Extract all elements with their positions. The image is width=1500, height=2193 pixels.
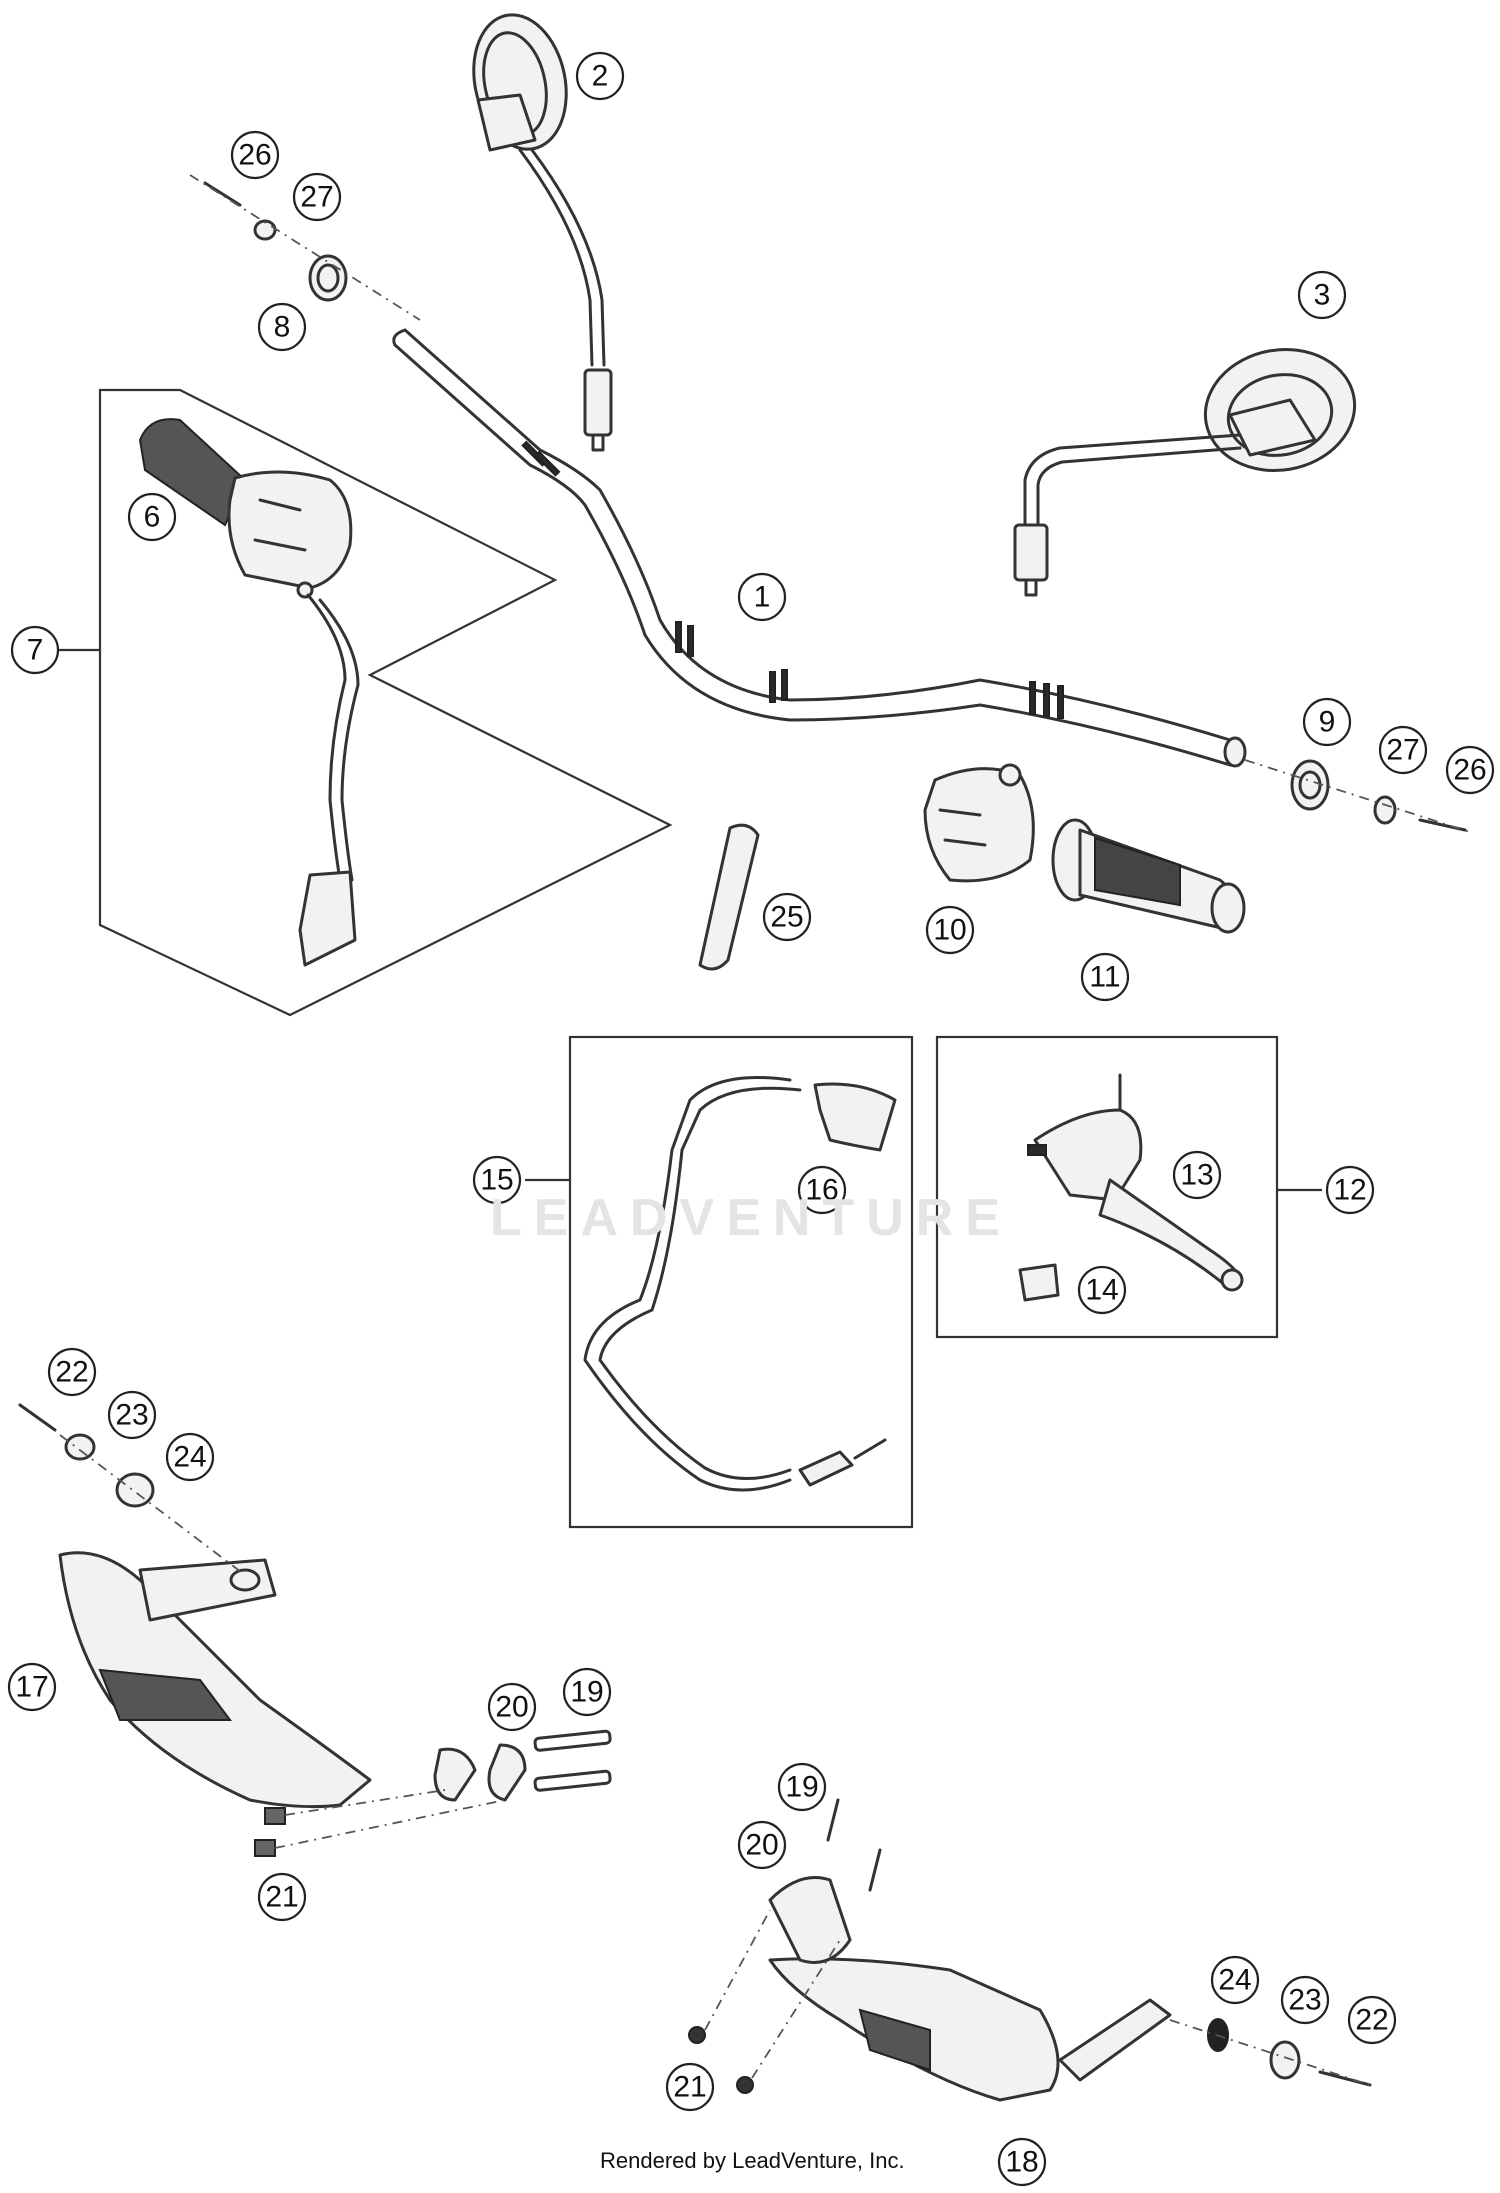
svg-text:24: 24 (173, 1441, 206, 1474)
callout-17: 17 (7, 1662, 57, 1712)
callout-16: 16 (797, 1165, 847, 1215)
callout-20-right: 20 (737, 1820, 787, 1870)
callout-21-left: 21 (257, 1872, 307, 1922)
svg-text:16: 16 (805, 1174, 838, 1207)
svg-text:15: 15 (480, 1164, 513, 1197)
svg-text:8: 8 (274, 311, 291, 344)
callout-20-left: 20 (487, 1682, 537, 1732)
assembly-15-frame (568, 1035, 914, 1529)
handguard-right-part (688, 1798, 1372, 2102)
svg-text:23: 23 (115, 1399, 148, 1432)
callout-9: 9 (1302, 697, 1352, 747)
svg-text:12: 12 (1333, 1174, 1366, 1207)
callout-26-right: 26 (1445, 745, 1495, 795)
callout-26-top: 26 (230, 130, 280, 180)
callout-2: 2 (575, 51, 625, 101)
svg-text:18: 18 (1005, 2146, 1038, 2179)
svg-text:13: 13 (1180, 1159, 1213, 1192)
svg-text:1: 1 (754, 581, 771, 614)
callout-27-right: 27 (1378, 725, 1428, 775)
svg-text:22: 22 (55, 1356, 88, 1389)
bar-end-left-part (189, 174, 421, 321)
callout-6: 6 (127, 492, 177, 542)
callout-1: 1 (737, 572, 787, 622)
svg-text:17: 17 (15, 1671, 48, 1704)
svg-text:23: 23 (1288, 1984, 1321, 2017)
callout-13: 13 (1172, 1150, 1222, 1200)
callout-23-right: 23 (1280, 1975, 1330, 2025)
callout-7: 7 (10, 625, 60, 675)
callout-3: 3 (1297, 270, 1347, 320)
svg-text:22: 22 (1355, 2004, 1388, 2037)
callout-12: 12 (1325, 1165, 1375, 1215)
right-switch-part (923, 763, 1035, 883)
svg-text:3: 3 (1314, 279, 1331, 312)
watermark: LEADVENTURE (490, 1189, 1013, 1247)
svg-text:26: 26 (238, 139, 271, 172)
svg-text:7: 7 (27, 634, 44, 667)
cable-assembly-part (583, 1076, 897, 1492)
clutch-lever-part (1018, 1073, 1244, 1302)
assembly-12-frame (935, 1035, 1279, 1339)
callout-10: 10 (925, 905, 975, 955)
callout-24-right: 24 (1210, 1955, 1260, 2005)
svg-text:19: 19 (570, 1676, 603, 1709)
svg-text:10: 10 (933, 914, 966, 947)
mirror-right-part (1013, 347, 1357, 597)
strap-part (698, 823, 760, 971)
callout-19-left: 19 (562, 1667, 612, 1717)
footer-credit: Rendered by LeadVenture, Inc. (600, 2148, 905, 2173)
svg-text:27: 27 (300, 181, 333, 214)
right-grip-part (1051, 818, 1246, 934)
svg-text:2: 2 (592, 60, 609, 93)
callout-22-right: 22 (1347, 1995, 1397, 2045)
svg-text:26: 26 (1453, 754, 1486, 787)
mirror-left-part (472, 13, 613, 452)
svg-text:20: 20 (495, 1691, 528, 1724)
left-grip-switch-part (138, 418, 360, 967)
svg-text:19: 19 (785, 1771, 818, 1804)
callout-25: 25 (762, 892, 812, 942)
assembly-7-frame (98, 388, 673, 1017)
svg-text:11: 11 (1089, 961, 1120, 994)
svg-text:21: 21 (265, 1881, 298, 1914)
callout-21-right: 21 (665, 2062, 715, 2112)
svg-text:9: 9 (1319, 706, 1336, 739)
callout-18: 18 (997, 2137, 1047, 2187)
callout-23-left: 23 (107, 1390, 157, 1440)
handlebar-part (392, 328, 1247, 768)
svg-text:21: 21 (673, 2071, 706, 2104)
svg-text:6: 6 (144, 501, 161, 534)
svg-text:25: 25 (770, 901, 803, 934)
svg-text:27: 27 (1386, 734, 1419, 767)
callout-14: 14 (1077, 1265, 1127, 1315)
handguard-left-part (18, 1403, 612, 1857)
svg-text:20: 20 (745, 1829, 778, 1862)
bar-end-right-part (1244, 759, 1471, 833)
svg-text:14: 14 (1085, 1274, 1118, 1307)
svg-text:24: 24 (1218, 1964, 1251, 1997)
callout-27-top: 27 (292, 172, 342, 222)
callout-11: 11 (1080, 952, 1130, 1002)
callout-24-left: 24 (165, 1432, 215, 1482)
callout-19-right: 19 (777, 1762, 827, 1812)
callout-22-left: 22 (47, 1347, 97, 1397)
callout-15: 15 (472, 1155, 522, 1205)
callout-8: 8 (257, 302, 307, 352)
